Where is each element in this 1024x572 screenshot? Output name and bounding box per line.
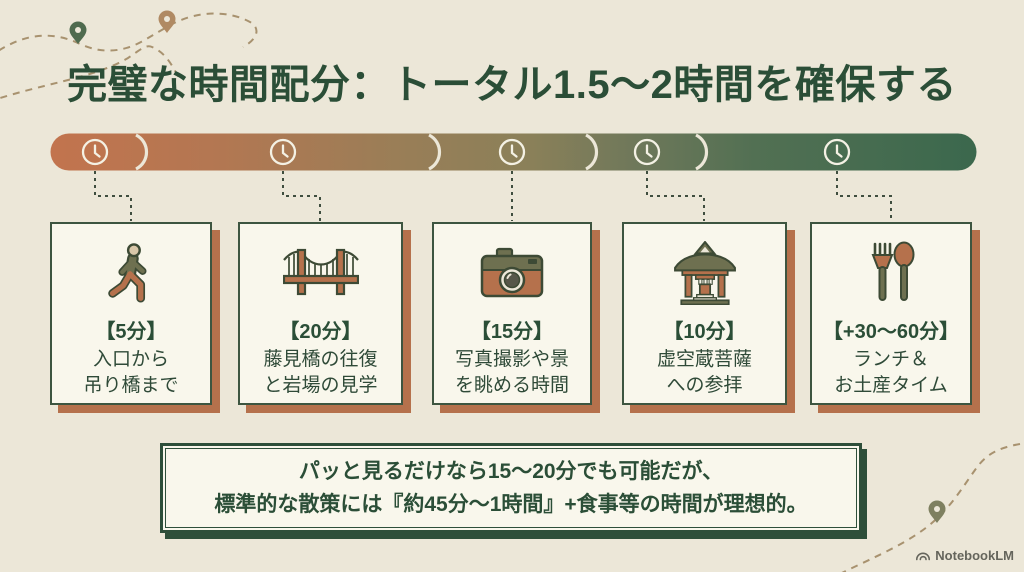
desc-line: 写真撮影や景 bbox=[454, 349, 569, 370]
step-card-walk: 【5分】 入口から 吊り橋まで bbox=[50, 222, 212, 405]
desc-line: と岩場の見学 bbox=[263, 375, 378, 396]
timeline-bar bbox=[50, 133, 977, 171]
camera-icon bbox=[480, 234, 544, 312]
step-description: ランチ＆ お土産タイム bbox=[834, 347, 948, 399]
duration-label: 【5分】 bbox=[95, 321, 167, 343]
notebooklm-logo-icon bbox=[916, 552, 931, 561]
desc-line: ランチ＆ bbox=[852, 349, 929, 370]
step-description: 写真撮影や景 を眺める時間 bbox=[455, 347, 569, 399]
clock-icon bbox=[498, 138, 526, 166]
timeline-gradient-track bbox=[50, 133, 977, 171]
desc-line: 虚空蔵菩薩 bbox=[656, 349, 752, 370]
step-description: 入口から 吊り橋まで bbox=[83, 347, 178, 399]
footer-brand-label: NotebookLM bbox=[935, 548, 1014, 563]
clock-icon bbox=[823, 138, 851, 166]
desc-line: への参拝 bbox=[666, 375, 743, 396]
clock-icon bbox=[269, 138, 297, 166]
step-description: 藤見橋の往復 と岩場の見学 bbox=[263, 347, 377, 399]
footer-brand: NotebookLM bbox=[915, 548, 1014, 563]
walking-person-icon bbox=[100, 234, 162, 312]
step-card-shrine: 【10分】 虚空蔵菩薩 への参拝 bbox=[622, 222, 787, 405]
clock-icon bbox=[81, 138, 109, 166]
shrine-icon bbox=[672, 234, 738, 312]
step-card-camera: 【15分】 写真撮影や景 を眺める時間 bbox=[432, 222, 592, 405]
note-line-2: 標準的な散策には『約45分〜1時間』+食事等の時間が理想的。 bbox=[214, 493, 808, 516]
note-line-1: パッと見るだけなら15〜20分でも可能だが、 bbox=[298, 460, 724, 483]
duration-label: 【15分】 bbox=[470, 321, 554, 343]
suspension-bridge-icon bbox=[282, 234, 359, 312]
step-card-lunch: 【+30〜60分】 ランチ＆ お土産タイム bbox=[810, 222, 972, 405]
desc-line: 吊り橋まで bbox=[83, 375, 179, 396]
fork-spoon-icon bbox=[863, 234, 919, 312]
desc-line: お土産タイム bbox=[834, 375, 948, 396]
duration-label: 【20分】 bbox=[279, 321, 362, 343]
duration-label: 【+30〜60分】 bbox=[822, 321, 960, 343]
desc-line: 藤見橋の往復 bbox=[263, 349, 378, 370]
segment-separators bbox=[135, 133, 709, 171]
summary-note-inner-border: パッと見るだけなら15〜20分でも可能だが、 標準的な散策には『約45分〜1時間… bbox=[165, 448, 857, 528]
page-title: 完璧な時間配分：トータル1.5〜2時間を確保する bbox=[67, 63, 957, 107]
desc-line: 入口から bbox=[92, 349, 169, 370]
summary-note-box: パッと見るだけなら15〜20分でも可能だが、 標準的な散策には『約45分〜1時間… bbox=[160, 443, 862, 533]
desc-line: を眺める時間 bbox=[454, 375, 569, 396]
step-description: 虚空蔵菩薩 への参拝 bbox=[657, 347, 752, 399]
clock-icon bbox=[633, 138, 661, 166]
step-card-bridge: 【20分】 藤見橋の往復 と岩場の見学 bbox=[238, 222, 403, 405]
duration-label: 【10分】 bbox=[663, 321, 746, 343]
